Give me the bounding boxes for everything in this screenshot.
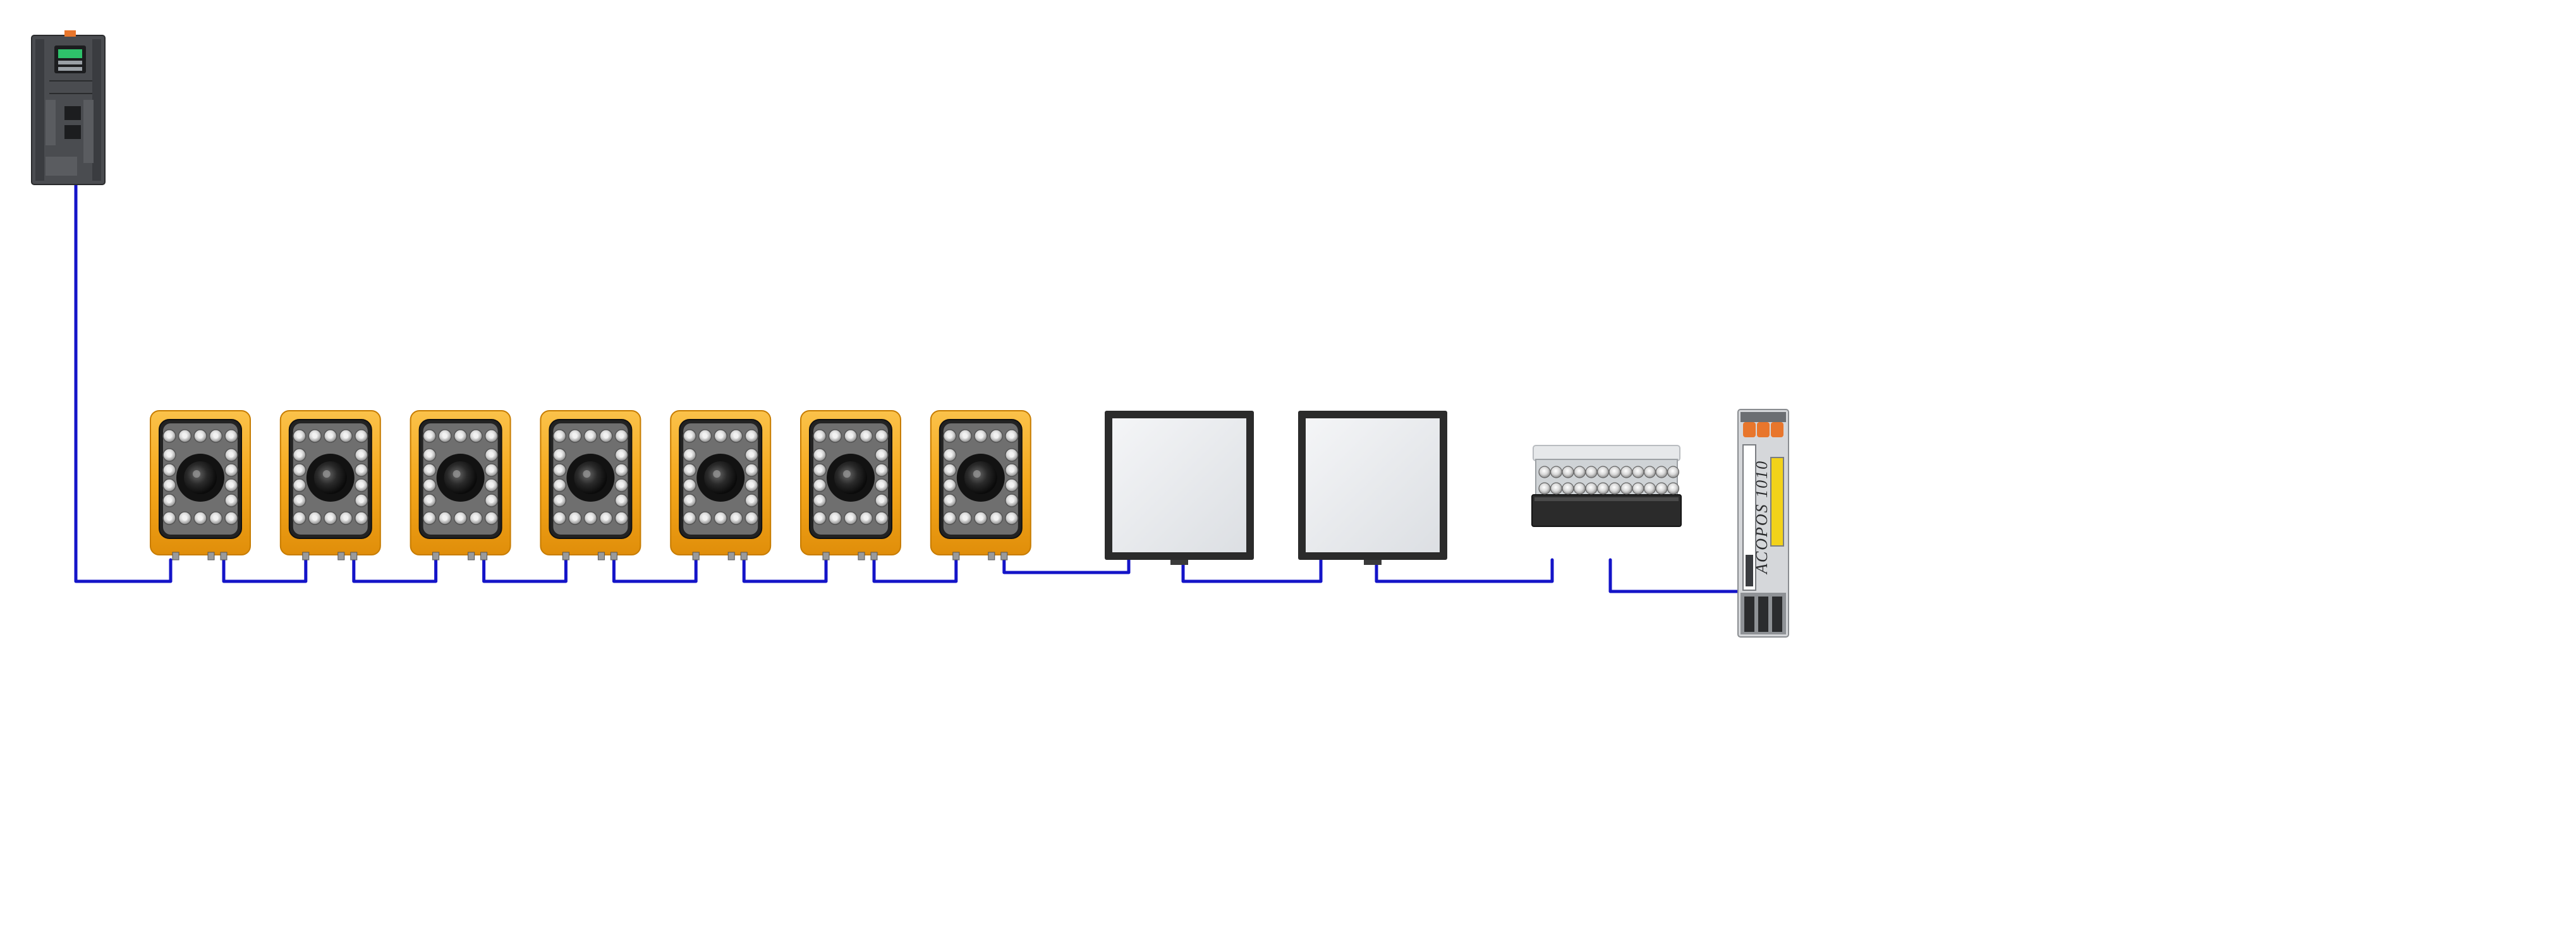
camera-row — [150, 410, 1031, 560]
ethernet-cable — [1608, 558, 1754, 593]
ethernet-cable — [1181, 558, 1323, 583]
led-icon — [1643, 482, 1656, 495]
smart-camera-icon — [540, 410, 641, 560]
led-icon — [1667, 482, 1680, 495]
led-icon — [1538, 482, 1551, 495]
led-icon — [1596, 466, 1610, 478]
ethernet-cable — [74, 164, 173, 583]
led-icon — [1585, 466, 1598, 478]
backlight-panel-icon — [1105, 411, 1254, 565]
smart-camera-icon — [670, 410, 772, 560]
led-icon — [1596, 482, 1610, 495]
backlight-row — [1105, 411, 1447, 565]
led-icon — [1620, 466, 1633, 478]
ethernet-cable — [352, 558, 438, 583]
led-icon — [1632, 466, 1644, 478]
led-icon — [1550, 466, 1563, 478]
led-icon — [1655, 466, 1668, 478]
ethernet-cable — [742, 558, 828, 583]
led-icon — [1608, 466, 1621, 478]
ethernet-cable — [612, 558, 698, 583]
smart-camera-icon — [410, 410, 511, 560]
led-icon — [1550, 482, 1563, 495]
smart-camera-icon — [150, 410, 251, 560]
led-icon — [1573, 482, 1586, 495]
led-icon — [1655, 482, 1668, 495]
led-icon — [1585, 482, 1598, 495]
led-icon — [1643, 466, 1656, 478]
smart-camera-icon — [800, 410, 901, 560]
drive-model-text: ACOPOS 1010 — [1753, 460, 1771, 575]
ethernet-controller-icon — [31, 30, 106, 185]
led-icon — [1620, 482, 1633, 495]
backlight-panel-icon — [1298, 411, 1447, 565]
ethernet-cable — [482, 558, 568, 583]
led-icon — [1632, 482, 1644, 495]
ethernet-cable — [222, 558, 308, 583]
ethernet-cable — [872, 558, 958, 583]
led-bar-light-icon — [1531, 445, 1682, 527]
led-icon — [1538, 466, 1551, 478]
smart-camera-icon — [279, 410, 381, 560]
led-icon — [1562, 466, 1574, 478]
ethernet-cable — [1375, 558, 1554, 583]
led-icon — [1573, 466, 1586, 478]
servo-drive-icon: ACOPOS 1010 — [1737, 409, 1789, 638]
led-icon — [1608, 482, 1621, 495]
led-icon — [1667, 466, 1680, 478]
smart-camera-icon — [930, 410, 1031, 560]
led-icon — [1562, 482, 1574, 495]
ethernet-cable — [1002, 558, 1131, 574]
